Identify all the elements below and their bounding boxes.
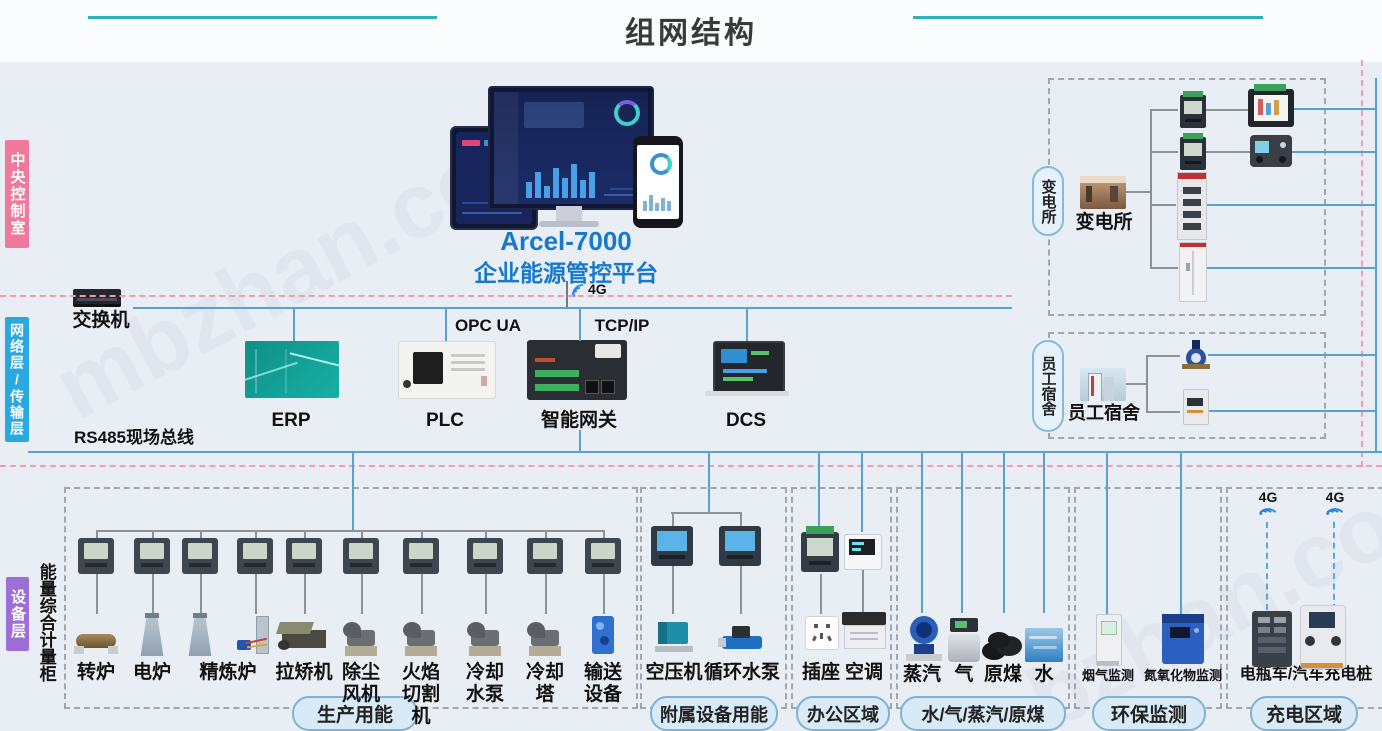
monitor-base [539,221,599,227]
wifi-icon [572,284,584,297]
dormitory-photo [1080,368,1126,401]
platform-link-line [566,281,568,308]
node-label-plc: PLC [426,410,464,431]
platform-wireless-label: 4G [588,281,607,297]
node-label-gateway: 智能网关 [540,410,617,431]
gateway-image [527,340,627,400]
dcs-image [713,341,785,393]
capsule-office: 办公区域 [796,696,890,731]
switch-label: 交换机 [72,310,130,331]
rs485-bus-line [28,451,1382,453]
switch-icon [73,289,121,304]
erp-image [245,341,339,398]
header-band [0,0,1382,62]
rs485-bus-label: RS485现场总线 [74,428,194,447]
connector-line [445,307,447,341]
charging-4g-label: 4G [1325,489,1345,505]
layer-label-device: 设备层 [6,577,29,651]
divider-dashed-line [0,295,1012,297]
metering-cabinet-label: 能量综合计量柜 [36,562,56,682]
page-title: 组网结构 [625,17,757,50]
plc-image [398,341,496,399]
dormitory-photo-label: 员工宿舍 [1068,403,1140,423]
phone-dashboard-image [633,136,683,228]
monitor-stand [556,206,582,222]
divider-dashed-line [1361,60,1363,467]
capsule-environment: 环保监测 [1092,696,1206,731]
title-rule-right [913,16,1263,19]
capsule-auxiliary: 附属设备用能 [650,696,778,731]
connector-line [579,430,581,452]
platform-name: Arcel-7000 [500,226,632,256]
substation-capsule: 变电所 [1032,166,1064,236]
capsule-charging: 充电区域 [1250,696,1358,731]
substation-photo-label: 变电所 [1075,212,1133,233]
capsule-utilities: 水/气/蒸汽/原煤 [900,696,1066,731]
charging-pile-label: 电瓶车/汽车充电桩 [1239,666,1373,683]
group-box-environment [1074,487,1222,709]
wifi-icon [1259,508,1277,515]
group-box-auxiliary [640,487,787,709]
group-box-office [791,487,892,709]
group-box-production [64,487,638,709]
layer-label-network-transport: 网络层/传输层 [5,317,29,442]
substation-photo [1080,176,1126,209]
node-label-erp: ERP [271,410,311,431]
layer-label-central-control: 中央控制室 [5,140,29,248]
charging-4g-label: 4G [1258,489,1278,505]
wifi-icon [1326,508,1344,515]
connector-line [293,307,295,341]
dcs-laptop-base [705,391,789,396]
connector-line [579,307,581,341]
protocol-label-opcua: OPC UA [454,316,522,335]
divider-dashed-line [0,465,1382,467]
connector-line [746,307,748,341]
group-box-utilities [896,487,1070,709]
node-label-dcs: DCS [725,410,767,431]
network-bus-line [133,307,1012,309]
capsule-production: 生产用能 [292,696,418,731]
right-edge-bus-line [1375,78,1377,453]
title-rule-left [88,16,437,19]
protocol-label-tcpip: TCP/IP [594,316,650,335]
dormitory-capsule: 员工宿舍 [1032,340,1064,432]
monitor-dashboard-image [488,86,654,210]
